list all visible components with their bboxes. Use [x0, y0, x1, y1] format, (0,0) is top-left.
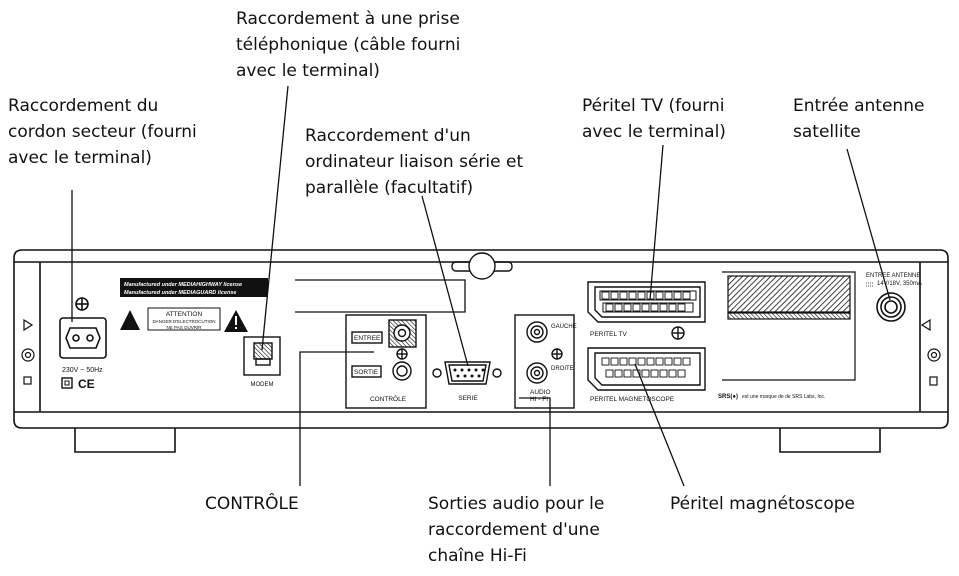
svg-text:Manufactured under MEDIAGUARD: Manufactured under MEDIAGUARD license	[124, 290, 236, 296]
svg-text:ATTENTION: ATTENTION	[166, 311, 203, 318]
antenna-connector	[876, 292, 906, 322]
peritel-vcr-connector	[587, 347, 706, 391]
hifi-label: HI - FI	[530, 396, 548, 403]
exclamation-warning-icon	[224, 310, 248, 332]
double-insulation-icon	[61, 377, 73, 389]
controle-panel	[345, 314, 427, 409]
entree-label: ENTREE	[354, 335, 381, 342]
callout-peritel-vcr: Péritel magnétoscope	[670, 494, 855, 514]
leader-lines	[71, 85, 891, 487]
peritel-magnetoscope-label: PERITEL MAGNETOSCOPE	[590, 396, 675, 403]
leader-peritel-tv	[649, 144, 664, 301]
power-socket	[59, 297, 107, 359]
leader-computer	[421, 195, 469, 367]
peritel-vcr-pins	[601, 357, 691, 378]
srs-trademark-text: est une marque de de SRS Labs, Inc.	[742, 394, 825, 400]
serial-port	[432, 361, 502, 385]
peritel-tv-pins	[601, 291, 691, 312]
sortie-label: SORTIE	[354, 369, 379, 376]
audio-label: AUDIO	[530, 389, 551, 396]
side-screw-right	[920, 318, 941, 386]
lightning-warning-icon	[120, 310, 140, 330]
callout-peritel-tv: Péritel TV (fourni avec le terminal)	[582, 96, 726, 142]
antenna-entree-label: ENTREE ANTENNE	[866, 273, 920, 279]
vent-grille	[722, 271, 856, 381]
svg-text:NE PAS OUVRIR: NE PAS OUVRIR	[167, 325, 203, 330]
gauche-label: GAUCHE	[551, 324, 577, 330]
modem-label: MODEM	[251, 382, 274, 388]
side-screw-left	[21, 318, 35, 385]
license-label: Manufactured under MEDIAHIGHWAY license …	[120, 278, 268, 297]
antenna-rating-label: 14V/18V, 350mA	[877, 281, 922, 287]
callout-computer-connection: Raccordement d'un ordinateur liaison sér…	[305, 126, 524, 198]
callout-power-cord: Raccordement du cordon secteur (fourni a…	[8, 96, 197, 168]
peritel-tv-label: PERITEL TV	[590, 331, 628, 338]
callout-phone-connection: Raccordement à une prise téléphonique (c…	[236, 9, 461, 81]
modem-port	[243, 336, 281, 376]
top-latch	[451, 252, 513, 280]
callout-antenna: Entrée antenne satellite	[793, 96, 925, 142]
controle-label: CONTRÔLE	[370, 394, 407, 403]
leader-phone	[261, 85, 289, 351]
serie-label: SERIE	[458, 395, 478, 402]
voltage-label: 230V ~ 50Hz	[62, 367, 103, 374]
audio-outputs	[514, 314, 575, 409]
parallel-port-slot	[295, 279, 466, 313]
srs-logo: SRS(●)	[718, 394, 738, 400]
leader-antenna	[846, 148, 891, 301]
attention-label: ATTENTION DANGER D'ELECTROCUTION NE PAS …	[147, 307, 221, 331]
leader-controle	[299, 351, 374, 486]
svg-text:DANGER D'ELECTROCUTION: DANGER D'ELECTROCUTION	[152, 319, 215, 324]
leader-audio	[519, 397, 551, 486]
peritel-tv-connector	[587, 281, 706, 340]
droite-label: DROITE	[551, 366, 574, 372]
leader-peritel-vcr	[634, 363, 685, 487]
svg-text:Manufactured under MEDIAHIGHWA: Manufactured under MEDIAHIGHWAY license	[124, 282, 242, 288]
callout-audio-outputs: Sorties audio pour le raccordement d'une…	[428, 494, 605, 566]
callout-controle: CONTRÔLE	[205, 494, 299, 514]
ce-mark: CE	[78, 377, 95, 391]
